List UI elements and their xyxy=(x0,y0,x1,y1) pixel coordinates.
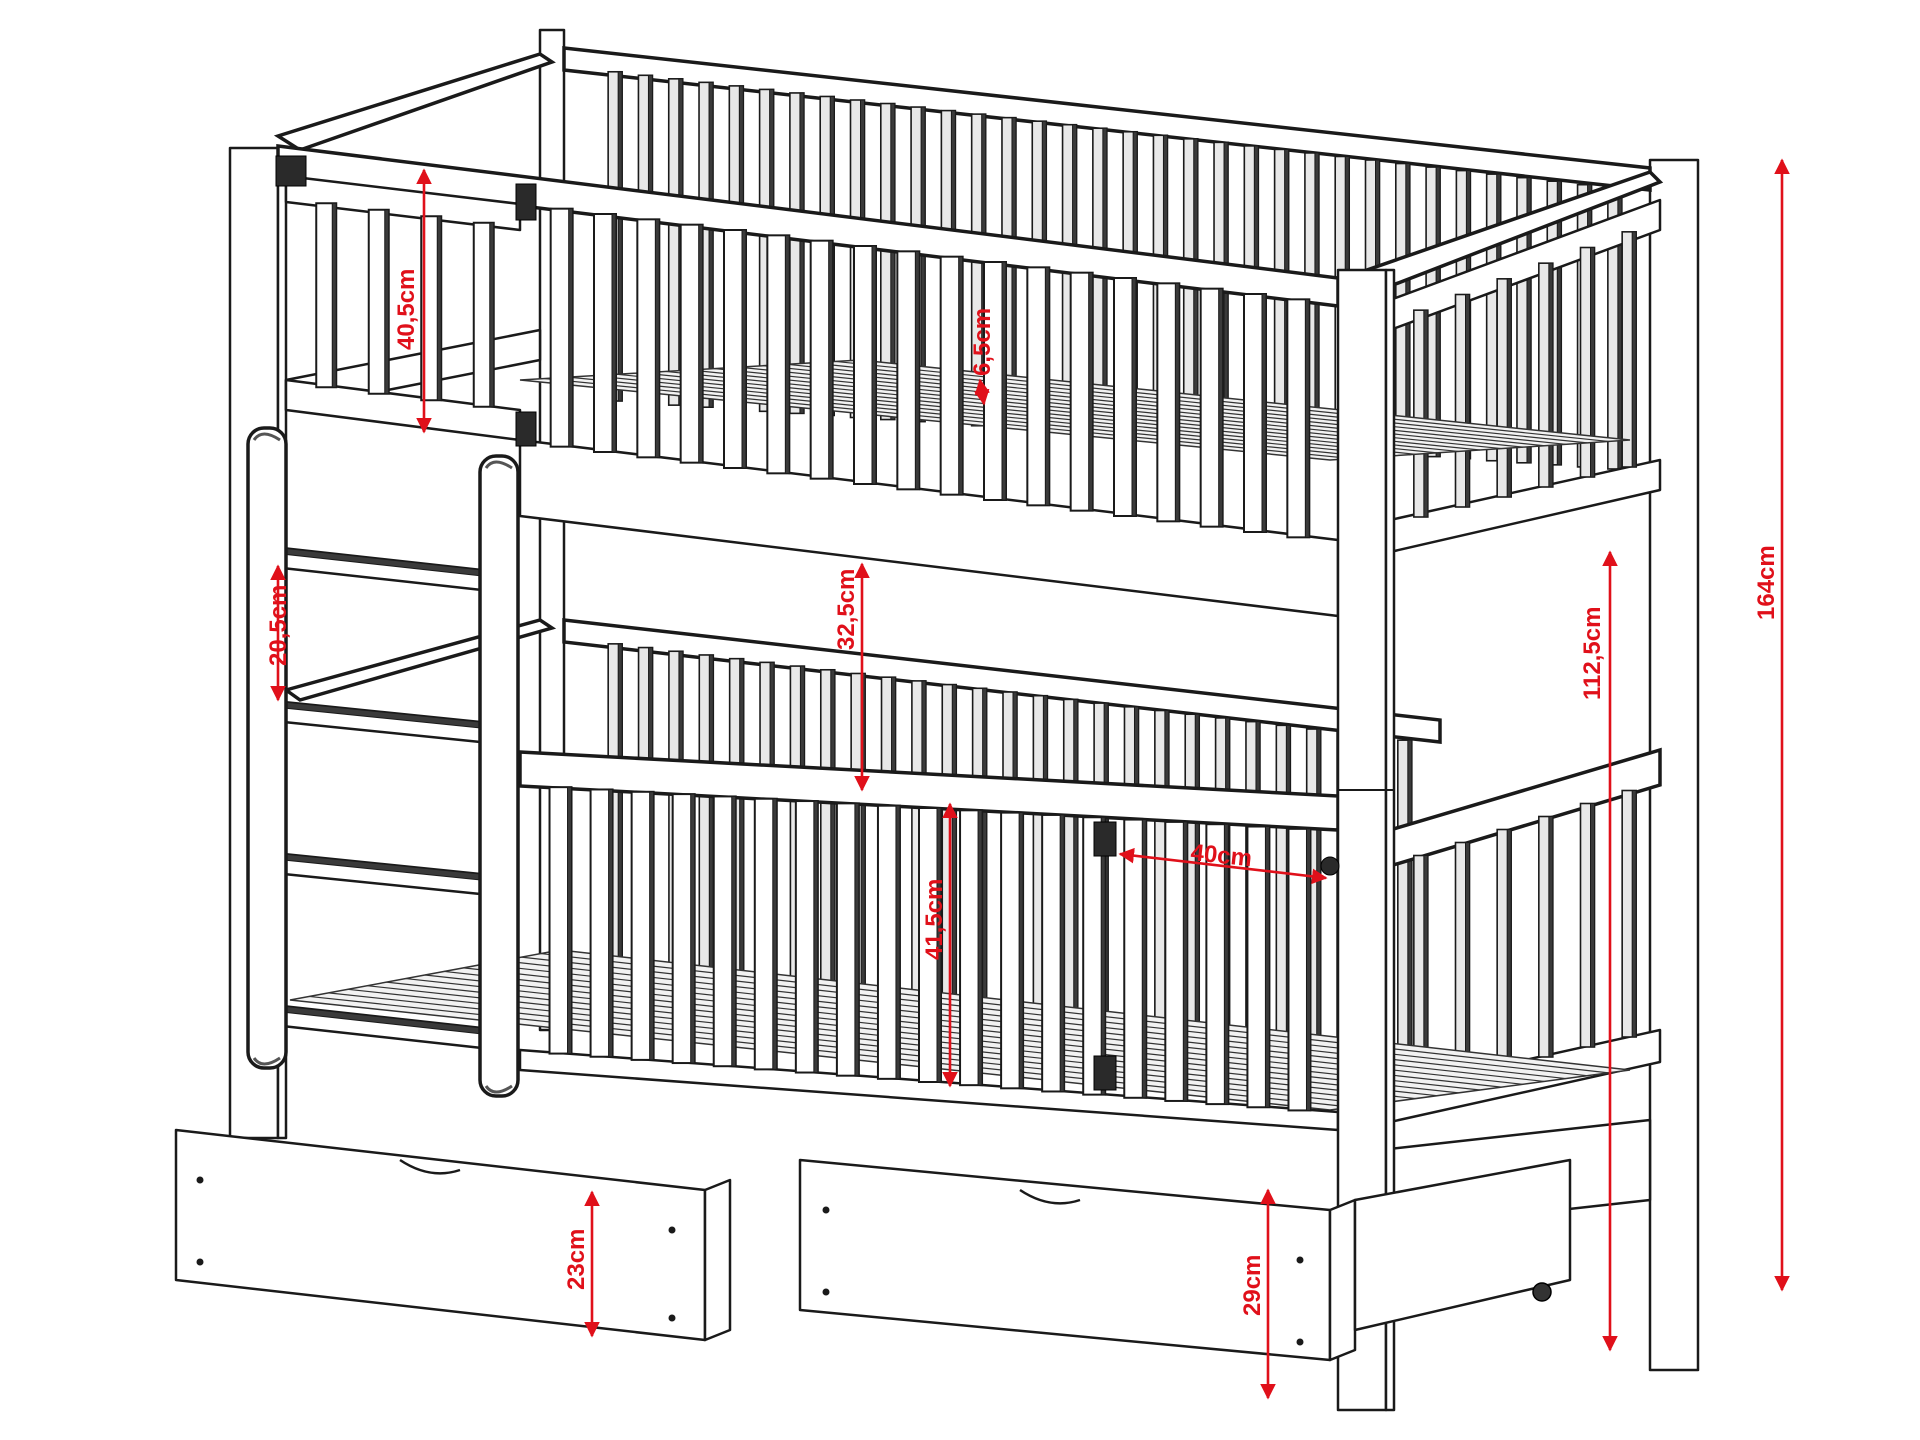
upper-front-slats xyxy=(315,202,1311,539)
dim-drawer-height-left: 23cm xyxy=(563,1229,590,1290)
hinge-icon xyxy=(515,411,537,447)
drawer-handle-cutout xyxy=(1019,1188,1081,1205)
dim-slat-gap: 6,5cm xyxy=(969,308,996,376)
hinge-icon xyxy=(275,155,307,187)
dimensions: 40,5cm 6,5cm 20,5cm 32,5cm 41,5cm 40cm 1… xyxy=(265,158,1790,1400)
dim-bed-clearance: 32,5cm xyxy=(833,569,860,650)
upper-back-rail xyxy=(562,46,1652,192)
ladder-left-stile xyxy=(246,426,288,1070)
lower-front-slats xyxy=(548,786,1312,1112)
lower-end-top-rail xyxy=(1388,747,1662,869)
lower-end-slats xyxy=(1413,789,1637,1088)
hinge-icon xyxy=(1093,1055,1117,1091)
castor-wheel-icon xyxy=(1532,1282,1552,1302)
hinge-icon xyxy=(515,183,537,221)
upper-end-bottom-rail xyxy=(1388,458,1662,554)
dim-rail-height-top: 40,5cm xyxy=(393,269,420,350)
dim-total-height: 164cm xyxy=(1753,545,1780,620)
hinge-icon xyxy=(1093,821,1117,857)
drawer-left xyxy=(174,1128,732,1342)
dim-line-opening xyxy=(1118,847,1328,885)
ladder-right-stile xyxy=(478,454,520,1098)
dim-upper-bed-height: 112,5cm xyxy=(1579,607,1606,700)
drawer-handle-cutout xyxy=(399,1158,461,1175)
upper-front-guard xyxy=(276,144,1340,618)
lower-front-guard xyxy=(281,618,1340,1132)
hinges xyxy=(275,155,1340,1091)
dim-rail-height-bottom: 41,5cm xyxy=(921,879,948,960)
dim-drawer-height-right: 29cm xyxy=(1239,1255,1266,1316)
right-end-frame xyxy=(1331,169,1664,1232)
drawer-right xyxy=(798,1158,1572,1362)
hinge-icon xyxy=(1320,856,1340,876)
dim-opening-width: 40cm xyxy=(1189,839,1253,872)
dim-ladder-step: 20,5cm xyxy=(265,585,292,666)
dim-line-slat-gap xyxy=(973,378,991,406)
lower-back-rail xyxy=(562,618,1442,744)
